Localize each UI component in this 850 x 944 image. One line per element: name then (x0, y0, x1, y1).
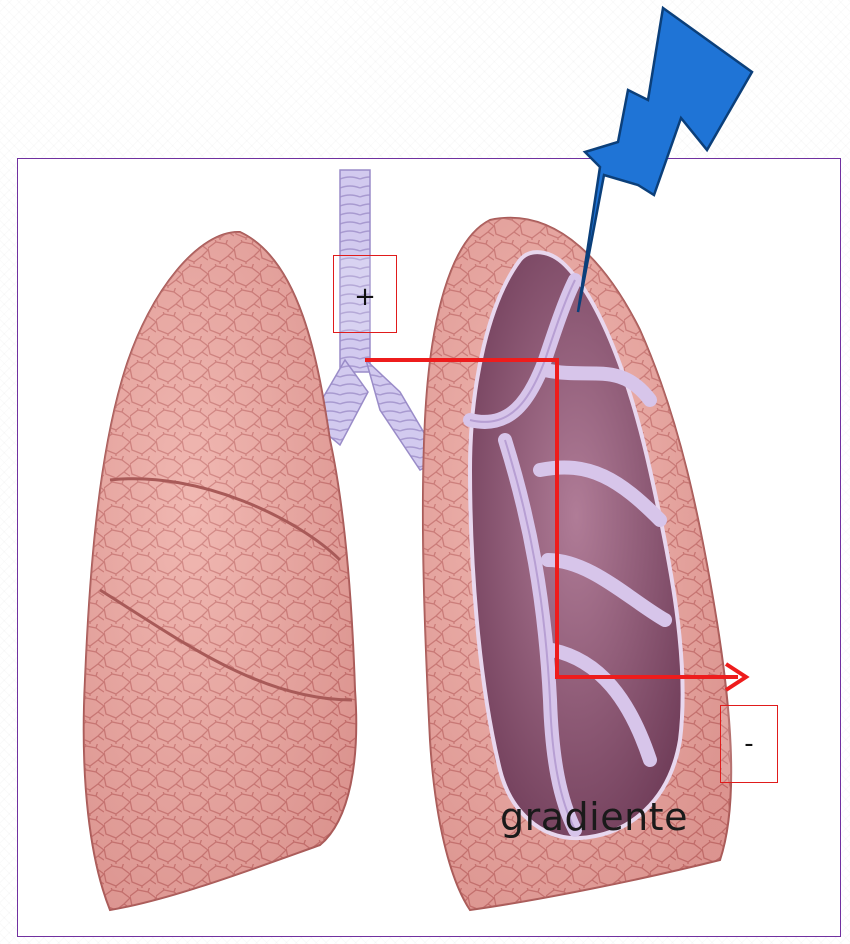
left-lung (84, 232, 357, 910)
high-pressure-label: + (333, 255, 397, 333)
plus-sign: + (354, 282, 376, 312)
low-pressure-label: - (720, 705, 778, 783)
minus-sign: - (744, 729, 753, 759)
lightning-bolt-icon (578, 8, 752, 312)
gradient-caption: gradiente (500, 795, 688, 839)
